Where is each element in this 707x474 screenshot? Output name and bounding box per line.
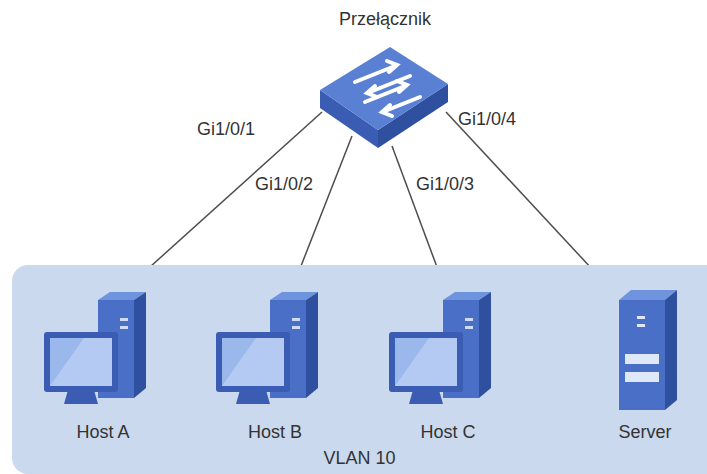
host-computer-icon [38,288,168,408]
port-label: Gi1/0/2 [255,173,313,195]
port-label: Gi1/0/4 [458,108,516,130]
node-label: Przełącznik [305,8,465,30]
host-computer-icon [210,288,340,408]
server-icon [585,288,705,413]
node-label: Host B [210,421,340,443]
vlan-band: VLAN 10 Host A Host B Host C Server [12,265,707,474]
node-label: Server [585,421,705,443]
node-label: VLAN 10 [12,447,707,469]
network-switch-icon [315,42,455,152]
network-switch: Przełącznik [305,8,465,158]
port-label: Gi1/0/3 [416,173,474,195]
host-computer: Host C [383,288,513,448]
node-label: Host C [383,421,513,443]
host-computer: Host A [38,288,168,448]
server: Server [585,288,705,448]
node-label: Host A [38,421,168,443]
port-label: Gi1/0/1 [197,118,255,140]
host-computer: Host B [210,288,340,448]
host-computer-icon [383,288,513,408]
